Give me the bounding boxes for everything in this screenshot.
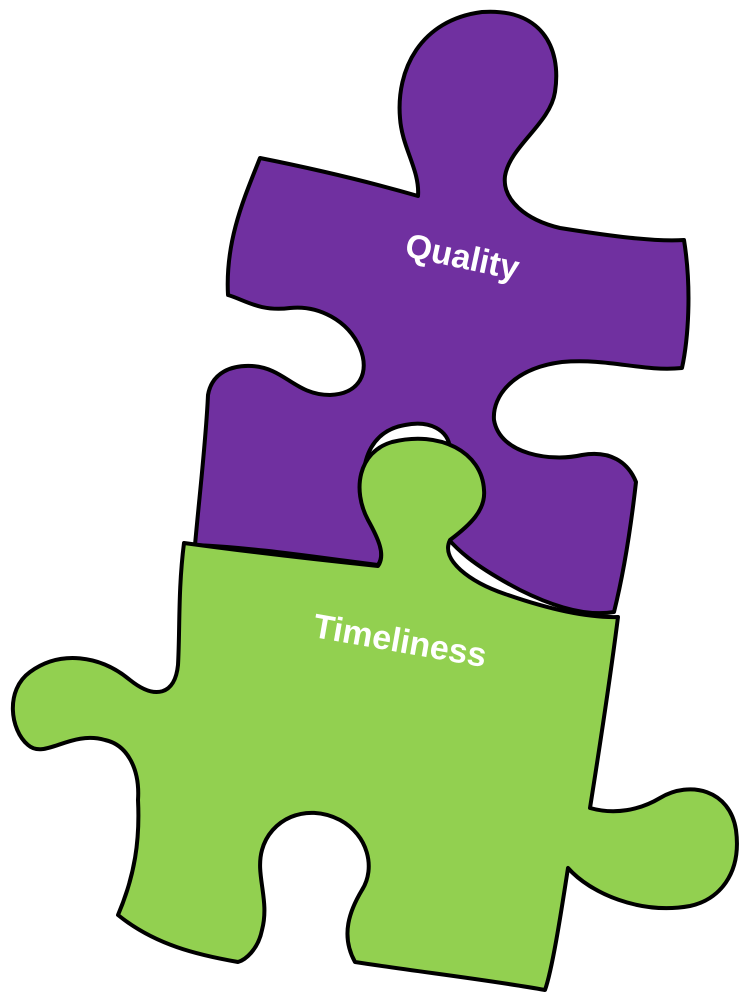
- timeliness-puzzle-piece: Timeliness: [10, 436, 739, 992]
- quality-puzzle-piece: Quality: [193, 9, 691, 616]
- timeliness-piece-shape: [10, 436, 739, 992]
- quality-piece-shape: [193, 9, 691, 616]
